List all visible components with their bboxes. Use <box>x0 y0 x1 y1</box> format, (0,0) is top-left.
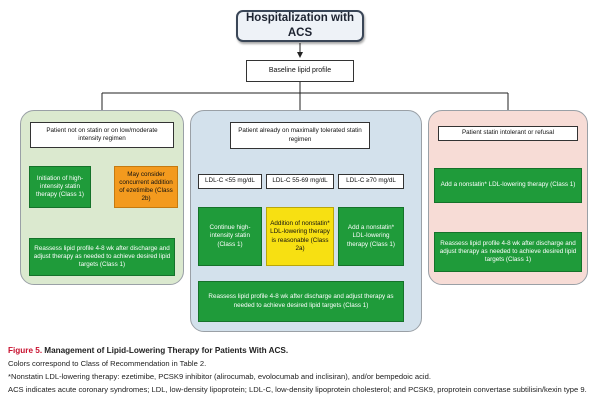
ldl-70-plus-text: LDL-C ≥70 mg/dL <box>346 177 396 185</box>
left-high-intensity-box: Initiation of high-intensity statin ther… <box>29 166 91 208</box>
ldl-55-69-box: LDL-C 55-69 mg/dL <box>266 174 334 189</box>
middle-reassess-text: Reassess lipid profile 4-8 wk after disc… <box>208 293 394 309</box>
figure-title: Management of Lipid-Lowering Therapy for… <box>44 346 289 355</box>
baseline-box: Baseline lipid profile <box>246 60 354 82</box>
left-ezetimibe-box: May consider concurrent addition of ezet… <box>114 166 178 208</box>
ldl-below-55-box: LDL-C <55 mg/dL <box>198 174 262 189</box>
title-text: Hospitalization with ACS <box>246 12 354 39</box>
nonstatin-reasonable-text: Addition of nonstatin* LDL-lowering ther… <box>270 220 330 252</box>
right-reassess-text: Reassess lipid profile 4-8 wk after disc… <box>439 239 577 264</box>
add-nonstatin-text: Add a nonstatin* LDL-lowering therapy (C… <box>347 224 395 248</box>
right-header-box: Patient statin intolerant or refusal <box>438 126 578 141</box>
middle-reassess-box: Reassess lipid profile 4-8 wk after disc… <box>198 281 404 322</box>
baseline-text: Baseline lipid profile <box>268 66 332 74</box>
caption-line-3: ACS indicates acute coronary syndromes; … <box>8 385 587 394</box>
continue-statin-box: Continue high-intensity statin (Class 1) <box>198 207 262 266</box>
title-box: Hospitalization with ACS <box>236 10 364 42</box>
left-header-text: Patient not on statin or on low/moderate… <box>46 126 158 142</box>
left-high-intensity-text: Initiation of high-intensity statin ther… <box>36 174 84 199</box>
left-reassess-text: Reassess lipid profile 4-8 wk after disc… <box>33 244 171 269</box>
add-nonstatin-box: Add a nonstatin* LDL-lowering therapy (C… <box>338 207 404 266</box>
left-reassess-box: Reassess lipid profile 4-8 wk after disc… <box>29 238 175 276</box>
left-ezetimibe-text: May consider concurrent addition of ezet… <box>119 170 173 203</box>
right-header-text: Patient statin intolerant or refusal <box>461 129 555 137</box>
middle-header-text: Patient already on maximally tolerated s… <box>238 127 362 143</box>
nonstatin-reasonable-box: Addition of nonstatin* LDL-lowering ther… <box>266 207 334 266</box>
figure-caption-title: Figure 5. Management of Lipid-Lowering T… <box>8 346 594 357</box>
ldl-70-plus-box: LDL-C ≥70 mg/dL <box>338 174 404 189</box>
ldl-55-69-text: LDL-C 55-69 mg/dL <box>272 177 328 185</box>
left-header-box: Patient not on statin or on low/moderate… <box>30 122 174 148</box>
ldl-below-55-text: LDL-C <55 mg/dL <box>205 177 255 185</box>
middle-header-box: Patient already on maximally tolerated s… <box>230 122 370 149</box>
right-add-nonstatin-text: Add a nonstatin* LDL-lowering therapy (C… <box>440 181 576 189</box>
continue-statin-text: Continue high-intensity statin (Class 1) <box>209 224 251 248</box>
right-reassess-box: Reassess lipid profile 4-8 wk after disc… <box>434 232 582 272</box>
caption-line-1: Colors correspond to Class of Recommenda… <box>8 359 207 368</box>
figure-label: Figure 5. <box>8 346 43 355</box>
right-add-nonstatin-box: Add a nonstatin* LDL-lowering therapy (C… <box>434 168 582 203</box>
caption-line-2: *Nonstatin LDL-lowering therapy: ezetimi… <box>8 372 431 381</box>
